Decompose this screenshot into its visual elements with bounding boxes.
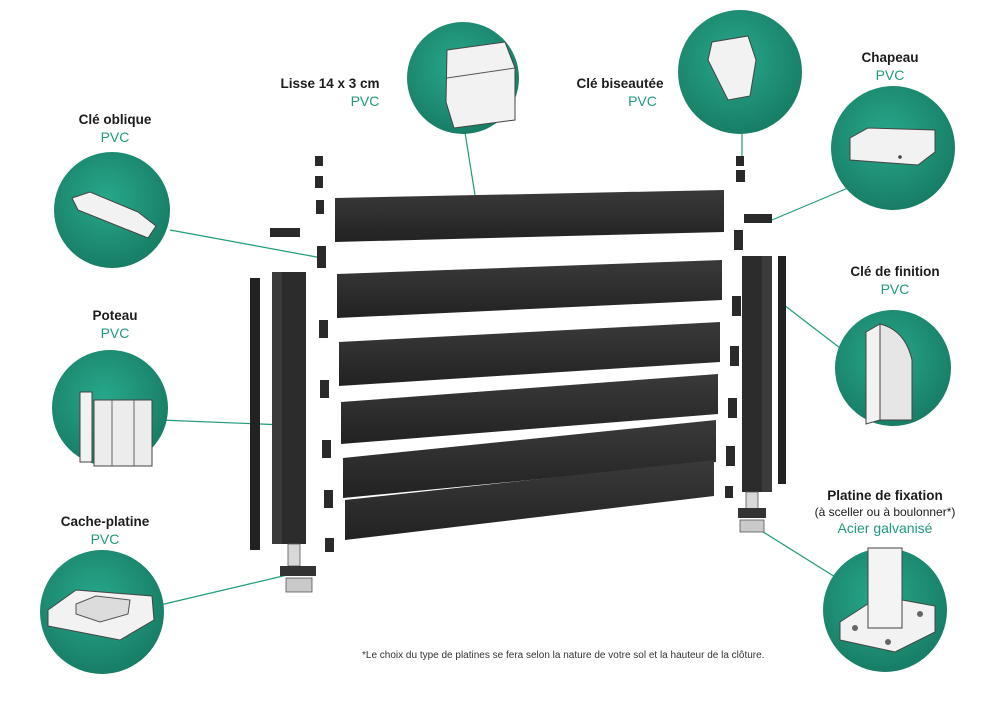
label-material: PVC — [90, 530, 120, 547]
label-material: PVC — [100, 324, 130, 341]
leader-lines — [159, 119, 849, 606]
right-post — [738, 256, 786, 533]
key-pieces-left — [270, 156, 334, 552]
label-poteau: Poteau PVC — [70, 308, 160, 342]
callout-circle-lisse — [407, 22, 519, 134]
label-lisse: Lisse 14 x 3 cm PVC — [270, 76, 390, 110]
label-name: Cache-platine — [60, 514, 150, 529]
label-chapeau: Chapeau PVC — [845, 50, 935, 84]
label-name: Platine de fixation — [827, 488, 943, 503]
key-pieces-right — [725, 156, 772, 498]
fence-boards — [335, 190, 724, 540]
label-cle-oblique: Clé oblique PVC — [60, 112, 170, 146]
label-note: (à sceller ou à boulonner*) — [814, 504, 956, 519]
callout-circle-poteau — [52, 350, 168, 467]
label-name: Poteau — [92, 308, 138, 323]
callout-circle-cache-platine — [40, 550, 164, 674]
label-name: Chapeau — [861, 50, 919, 65]
label-cle-finition: Clé de finition PVC — [835, 264, 955, 298]
label-platine: Platine de fixation (à sceller ou à boul… — [795, 488, 975, 537]
callout-circle-cle-biseautee — [678, 10, 802, 134]
label-name: Clé biseautée — [576, 76, 664, 91]
label-cache-platine: Cache-platine PVC — [45, 514, 165, 548]
label-material: PVC — [880, 280, 910, 297]
callout-circle-chapeau — [831, 86, 955, 210]
label-material: PVC — [628, 92, 657, 109]
label-name: Lisse 14 x 3 cm — [280, 76, 380, 91]
callout-circle-cle-oblique — [54, 152, 170, 268]
left-post — [250, 272, 316, 593]
label-cle-biseautee: Clé biseautée PVC — [560, 76, 680, 110]
label-material: PVC — [100, 128, 130, 145]
label-material: PVC — [875, 66, 905, 83]
label-name: Clé de finition — [850, 264, 940, 279]
label-material: PVC — [350, 92, 380, 109]
label-material: Acier galvanisé — [837, 519, 933, 536]
callout-circle-platine — [823, 547, 947, 672]
label-name: Clé oblique — [78, 112, 152, 127]
callout-circle-cle-finition — [835, 310, 951, 426]
footnote: *Le choix du type de platines se fera se… — [362, 650, 765, 661]
